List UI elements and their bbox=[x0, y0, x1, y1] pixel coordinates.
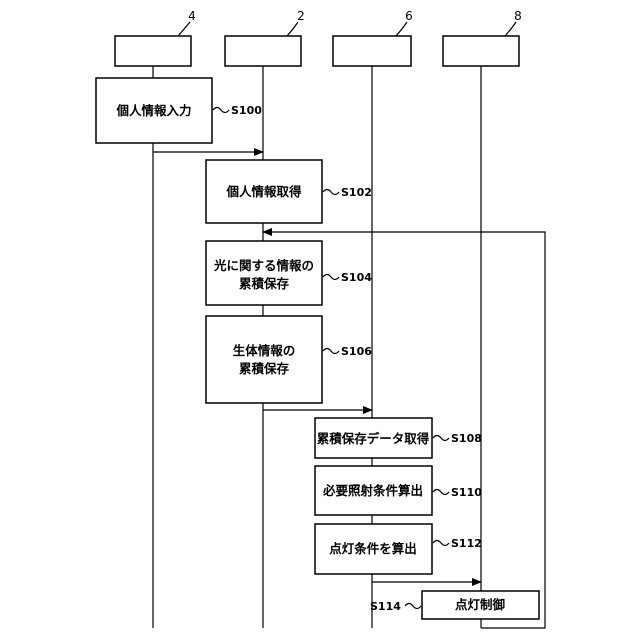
step-text-s108: 累積保存データ取得 bbox=[317, 431, 430, 446]
lane-ref-6: 6 bbox=[405, 9, 413, 23]
step-text-s110: 必要照射条件算出 bbox=[322, 483, 423, 498]
leader-4 bbox=[178, 22, 190, 36]
step-label-s106: S106 bbox=[341, 345, 372, 358]
leader-6 bbox=[396, 22, 407, 36]
step-text-s106-line2: 累積保存 bbox=[239, 361, 290, 376]
step-leader-s114 bbox=[405, 604, 421, 609]
step-text-s102: 個人情報取得 bbox=[225, 184, 302, 199]
step-text-s112: 点灯条件を算出 bbox=[329, 541, 417, 556]
lane-header-8 bbox=[443, 36, 519, 66]
lane-ref-8: 8 bbox=[514, 9, 522, 23]
step-leader-s100 bbox=[213, 108, 229, 113]
step-text-s106-line1: 生体情報の bbox=[233, 343, 296, 358]
step-text-s104-line2: 累積保存 bbox=[239, 276, 290, 291]
step-leader-s104 bbox=[323, 275, 339, 280]
lane-ref-4: 4 bbox=[188, 9, 196, 23]
step-label-s114: S114 bbox=[370, 600, 401, 613]
step-label-s112: S112 bbox=[451, 537, 482, 550]
leader-8 bbox=[505, 22, 516, 36]
lane-header-2 bbox=[225, 36, 301, 66]
step-text-s100: 個人情報入力 bbox=[115, 103, 191, 118]
step-leader-s108 bbox=[433, 436, 449, 441]
leader-2 bbox=[287, 22, 298, 36]
step-label-s108: S108 bbox=[451, 432, 482, 445]
lane-ref-2: 2 bbox=[297, 9, 305, 23]
step-box-s106 bbox=[206, 316, 322, 403]
step-leader-s102 bbox=[323, 190, 339, 195]
lane-header-6 bbox=[333, 36, 411, 66]
step-label-s104: S104 bbox=[341, 271, 372, 284]
step-box-s104 bbox=[206, 241, 322, 305]
step-leader-s110 bbox=[433, 490, 449, 495]
step-leader-s112 bbox=[433, 541, 449, 546]
step-label-s102: S102 bbox=[341, 186, 372, 199]
step-leader-s106 bbox=[323, 349, 339, 354]
step-text-s114: 点灯制御 bbox=[455, 597, 506, 612]
step-label-s100: S100 bbox=[231, 104, 262, 117]
lane-header-4 bbox=[115, 36, 191, 66]
step-label-s110: S110 bbox=[451, 486, 482, 499]
step-text-s104-line1: 光に関する情報の bbox=[213, 258, 314, 273]
